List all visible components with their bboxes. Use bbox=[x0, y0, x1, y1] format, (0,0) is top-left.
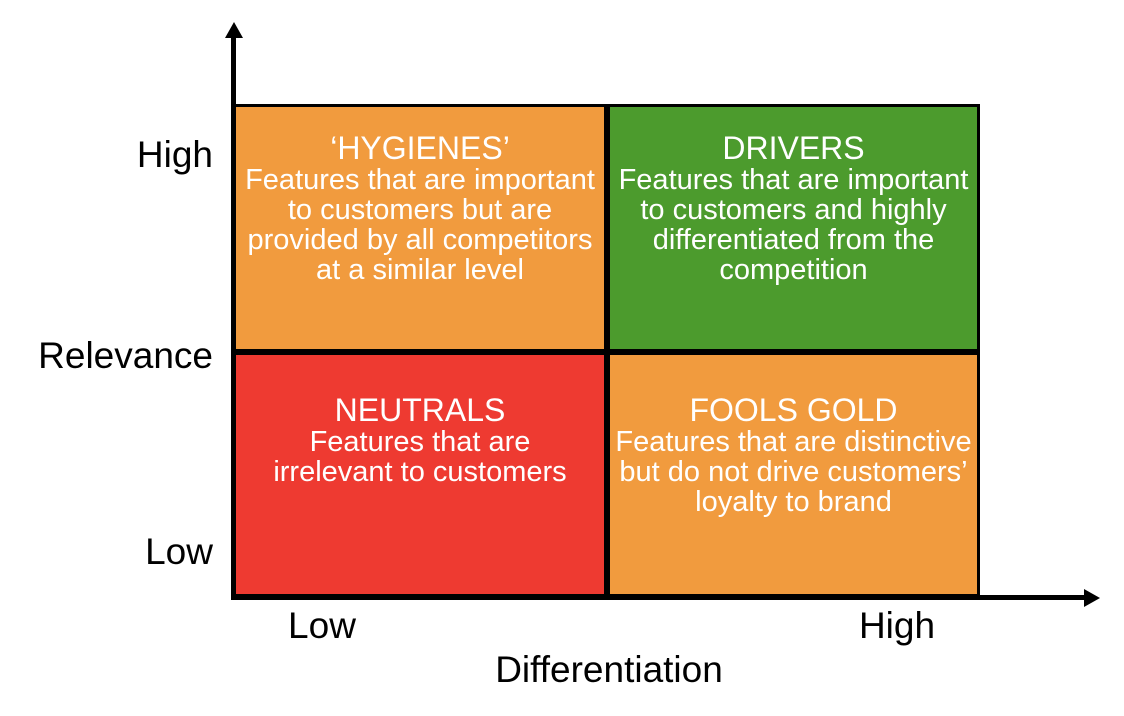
x-axis-line bbox=[231, 595, 1085, 600]
y-axis-arrow-up-icon bbox=[225, 22, 243, 38]
quadrant-grid: ‘HYGIENES’ Features that are important t… bbox=[233, 104, 980, 597]
y-axis-low-label: Low bbox=[145, 531, 213, 572]
quadrant-neutrals: NEUTRALS Features that are irrelevant to… bbox=[233, 352, 607, 597]
x-axis-high-label: High bbox=[858, 605, 936, 646]
quadrant-drivers: DRIVERS Features that are important to c… bbox=[607, 104, 980, 352]
quadrant-hygienes: ‘HYGIENES’ Features that are important t… bbox=[233, 104, 607, 352]
quadrant-title: NEUTRALS bbox=[334, 392, 506, 428]
quadrant-description: Features that are important to customers… bbox=[245, 164, 595, 286]
y-axis-title: Relevance bbox=[38, 335, 213, 376]
quadrant-title: FOOLS GOLD bbox=[689, 392, 898, 428]
quadrant-description: Features that are distinctive but do not… bbox=[615, 426, 972, 518]
quadrant-description: Features that are irrelevant to customer… bbox=[273, 426, 567, 488]
x-axis-low-label: Low bbox=[288, 605, 356, 646]
x-axis-title: Differentiation bbox=[495, 649, 723, 690]
quadrant-title: ‘HYGIENES’ bbox=[330, 130, 510, 166]
quadrant-title: DRIVERS bbox=[722, 130, 865, 166]
quadrant-description: Features that are important to customers… bbox=[618, 164, 969, 286]
y-axis-high-label: High bbox=[136, 134, 213, 175]
quadrant-fools-gold: FOOLS GOLD Features that are distinctive… bbox=[607, 352, 980, 597]
x-axis-arrow-right-icon bbox=[1084, 589, 1100, 607]
